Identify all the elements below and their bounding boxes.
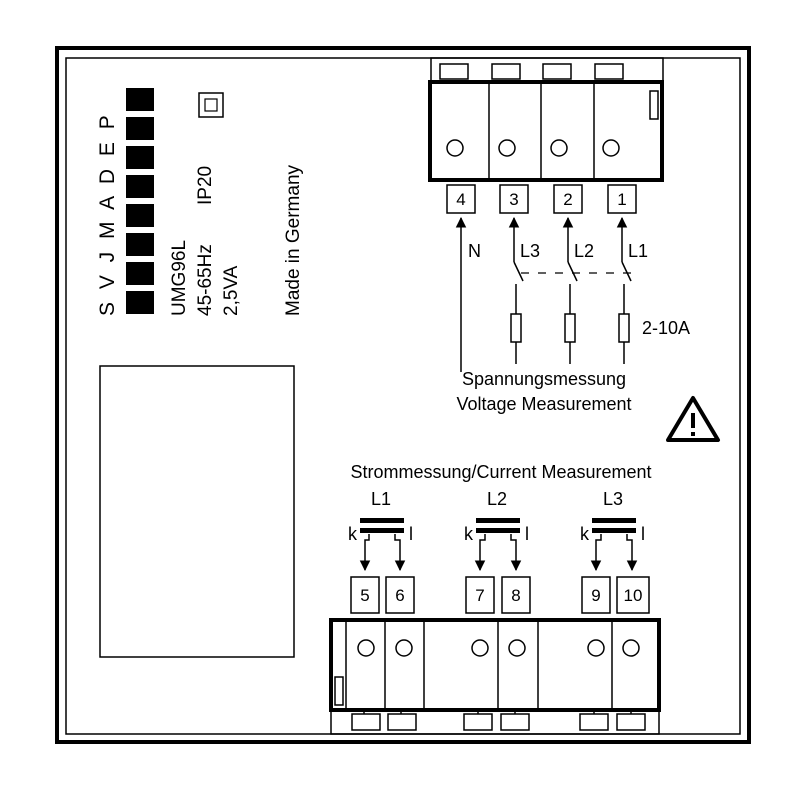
terminal-number: 4 xyxy=(456,190,465,209)
terminal-number: 10 xyxy=(624,586,643,605)
terminal-number: 1 xyxy=(617,190,626,209)
ct-l3-label: L3 xyxy=(603,489,623,509)
neutral-label: N xyxy=(468,241,481,261)
current-transformer-l1: L1 k l xyxy=(348,489,413,572)
l1-label: L1 xyxy=(628,241,648,261)
warning-triangle-icon xyxy=(666,396,720,442)
model-line-3: 2,5VA xyxy=(221,265,242,316)
terminal-number: 3 xyxy=(509,190,518,209)
ct-l2-label: L2 xyxy=(487,489,507,509)
origin-text: Made in Germany xyxy=(283,164,304,316)
l3-label: L3 xyxy=(520,241,540,261)
terminal-number: 9 xyxy=(591,586,600,605)
l3-fuse xyxy=(510,313,522,343)
display-window xyxy=(99,365,295,658)
model-line-2: 45-65Hz xyxy=(195,244,216,316)
current-connector-block xyxy=(329,618,661,735)
led-indicator-column xyxy=(126,88,154,314)
l2-fuse xyxy=(564,313,576,343)
terminal-number: 2 xyxy=(563,190,572,209)
reset-button-square xyxy=(198,92,224,118)
current-transformer-l3: L3 k l xyxy=(580,489,645,572)
ct-l2-k: k xyxy=(464,524,474,544)
ct-l1-k: k xyxy=(348,524,358,544)
l1-switch xyxy=(621,261,632,282)
l3-switch xyxy=(513,261,524,282)
voltage-terminal-3: 3 xyxy=(499,184,529,214)
ct-l1-l: l xyxy=(409,524,413,544)
terminal-number: 7 xyxy=(475,586,484,605)
l1-fuse xyxy=(618,313,630,343)
current-terminal-10: 10 xyxy=(616,576,650,614)
terminal-number: 8 xyxy=(511,586,520,605)
ct-l1-label: L1 xyxy=(371,489,391,509)
housing-outer-frame xyxy=(55,46,751,744)
current-transformer-l2: L2 k l xyxy=(464,489,529,572)
current-terminal-7: 7 xyxy=(465,576,495,614)
terminal-number: 6 xyxy=(395,586,404,605)
fuse-rating: 2-10A xyxy=(642,318,690,338)
current-measurement-title: Strommessung/Current Measurement xyxy=(350,462,651,482)
current-terminal-8: 8 xyxy=(501,576,531,614)
current-terminal-9: 9 xyxy=(581,576,611,614)
voltage-terminal-4: 4 xyxy=(446,184,476,214)
voltage-caption-en: Voltage Measurement xyxy=(456,394,631,414)
l2-label: L2 xyxy=(574,241,594,261)
terminal-number: 5 xyxy=(360,586,369,605)
voltage-terminal-2: 2 xyxy=(553,184,583,214)
current-terminal-6: 6 xyxy=(385,576,415,614)
l2-switch xyxy=(567,261,578,282)
ct-l2-l: l xyxy=(525,524,529,544)
current-terminal-5: 5 xyxy=(350,576,380,614)
ct-l3-k: k xyxy=(580,524,590,544)
voltage-caption-de: Spannungsmessung xyxy=(462,369,626,389)
voltage-connector-block xyxy=(428,57,664,182)
housing-inner-frame xyxy=(65,57,741,735)
indicator-letters: S V J M A D E P xyxy=(96,115,119,316)
model-line-1: UMG96L xyxy=(169,240,190,316)
ct-l3-l: l xyxy=(641,524,645,544)
voltage-terminal-1: 1 xyxy=(607,184,637,214)
protection-rating: IP20 xyxy=(195,166,216,205)
